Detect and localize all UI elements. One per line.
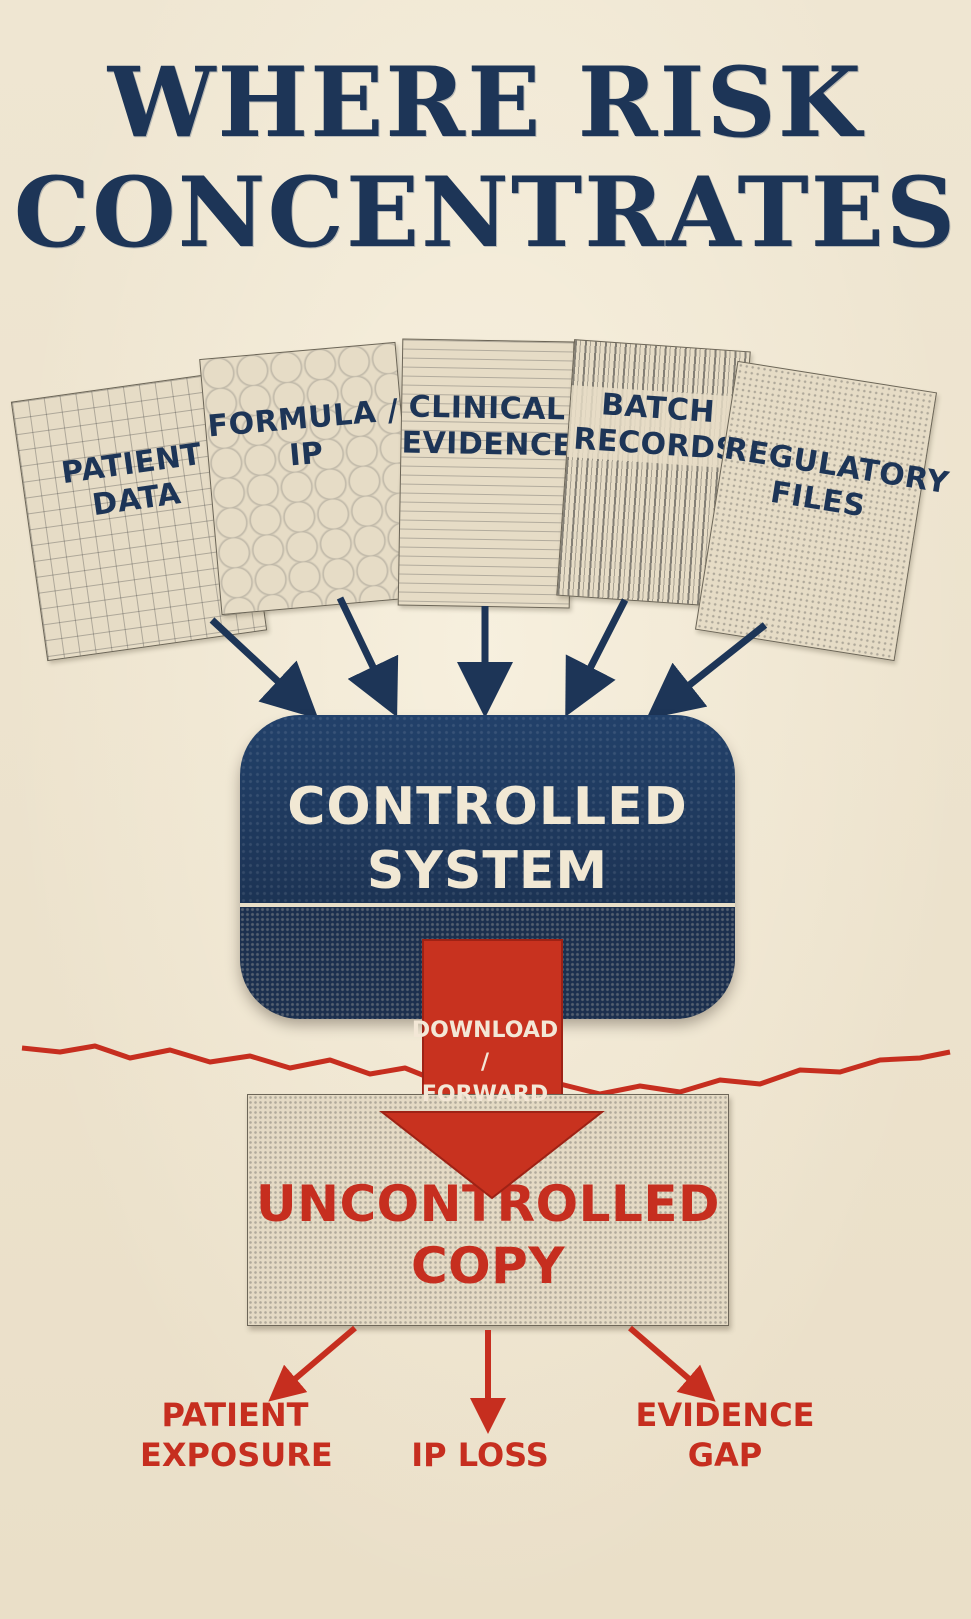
outcome-line-2: GAP (687, 1436, 763, 1474)
uncontrolled-copy-line-1: UNCONTROLLED (256, 1175, 720, 1233)
card-formula-ip: FORMULA / IP (199, 341, 418, 616)
outcome-patient-exposure: PATIENT EXPOSURE (140, 1395, 333, 1475)
card-label-line-1: CLINICAL (408, 389, 566, 428)
outcome-ip-loss: IP LOSS (395, 1435, 565, 1475)
arrow-batch-records (565, 598, 629, 717)
arrow-patient-exposure (268, 1325, 357, 1402)
uncontrolled-copy-card: UNCONTROLLED COPY (247, 1094, 729, 1326)
controlled-system-block: CONTROLLED SYSTEM (240, 715, 735, 1019)
controlled-system-line-1: CONTROLLED (287, 777, 688, 837)
uncontrolled-copy-line-2: COPY (410, 1237, 566, 1295)
title-line-2: CONCENTRATES (13, 156, 958, 269)
card-label-line-2: EVIDENCE (401, 425, 574, 464)
arrow-formula-ip (336, 596, 399, 718)
outcome-evidence-gap: EVIDENCE GAP (630, 1395, 820, 1475)
outcome-line-1: EVIDENCE (635, 1396, 815, 1434)
controlled-system-line-2: SYSTEM (366, 841, 609, 901)
outcome-line-1: PATIENT (161, 1396, 309, 1434)
torn-edge (240, 903, 735, 1019)
outcome-line-1: IP LOSS (411, 1436, 549, 1474)
card-regulatory-files: REGULATORY FILES (694, 360, 951, 662)
flow-label-line-1: DOWNLOAD / (411, 1018, 559, 1075)
flow-label-line-2: FORWARD (421, 1082, 549, 1107)
outcome-line-2: EXPOSURE (140, 1436, 333, 1474)
arrow-evidence-gap (628, 1325, 716, 1402)
card-clinical-evidence: CLINICAL EVIDENCE (397, 338, 575, 609)
title-line-1: WHERE RISK (107, 46, 864, 159)
